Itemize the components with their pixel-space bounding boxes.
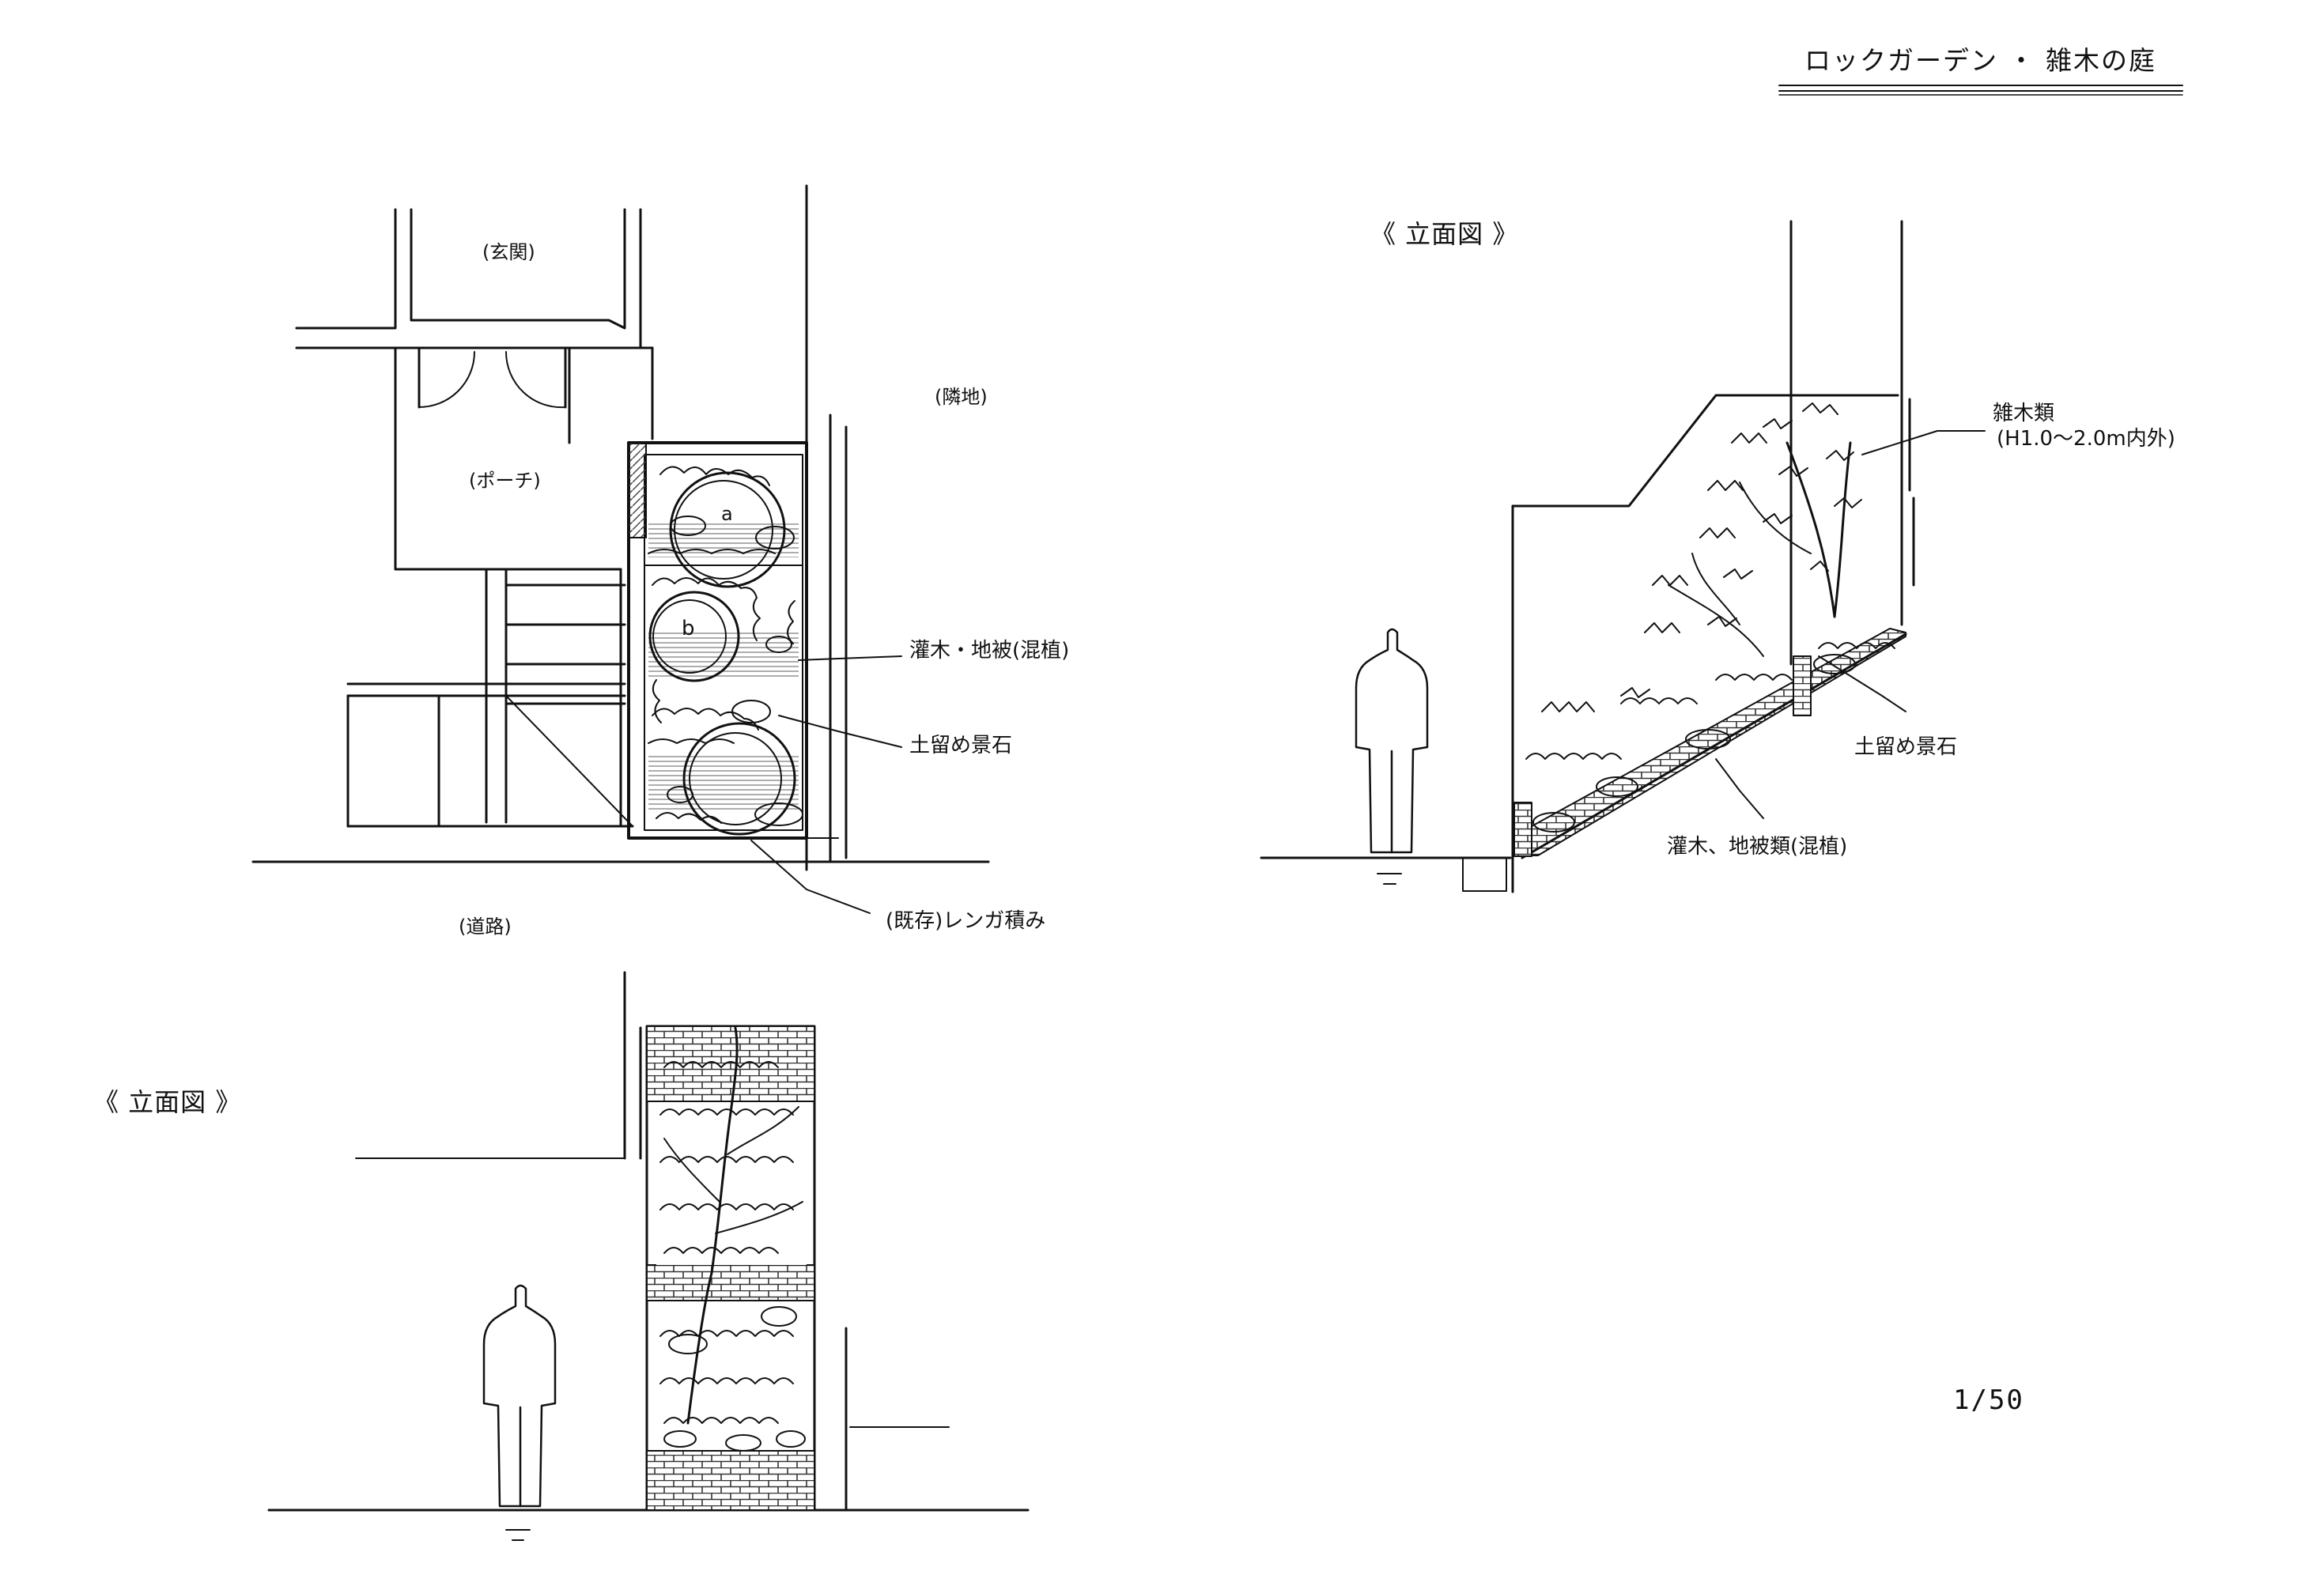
sheet-title: ロックガーデン ・ 雑木の庭 [1804,45,2156,76]
heading-front-elevation: 《 立面図 》 [93,1087,242,1117]
person-figure-front [482,1284,557,1508]
heading-side-elevation: 《 立面図 》 [1370,219,1519,249]
label-tree-a: a [721,503,733,525]
scale-label: 1/50 [1953,1384,2024,1416]
label-road: (道路) [459,916,512,938]
label-side-retaining-stone: 土留め景石 [1854,735,1958,759]
side-elevation [1260,220,1986,893]
label-side-shrubs: 灌木、地被類(混植) [1667,835,1848,859]
label-existing-brick: (既存)レンガ積み [886,909,1046,933]
label-trees: 雑木類 [1993,402,2055,425]
title-underline [1778,85,2183,96]
label-neighbor: (隣地) [935,386,988,408]
label-plan-retaining-stone: 土留め景石 [909,734,1013,757]
front-foliage [659,1061,806,1452]
side-foliage [1525,402,1895,833]
label-trees-height: (H1.0～2.0m内外) [1997,427,2175,451]
front-elevation [267,971,1030,1541]
label-entrance: (玄関) [482,241,535,263]
person-figure-side [1355,628,1429,854]
label-plan-shrubs: 灌木・地被(混植) [909,639,1070,663]
label-porch: (ポーチ) [469,470,541,492]
label-tree-b: b [682,617,695,640]
plan-view [251,184,990,914]
